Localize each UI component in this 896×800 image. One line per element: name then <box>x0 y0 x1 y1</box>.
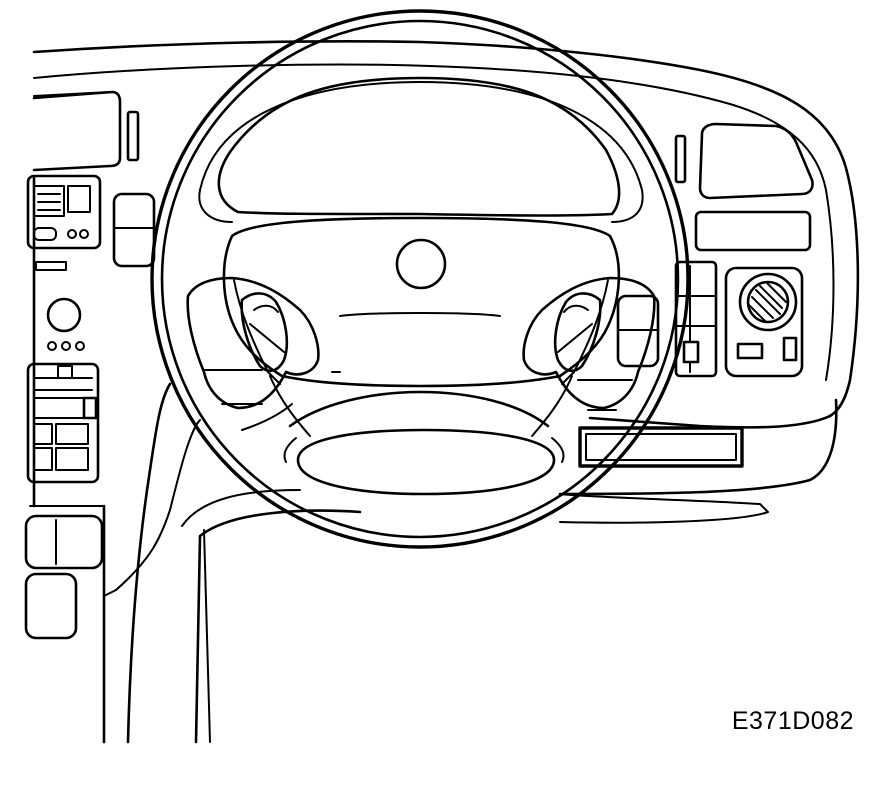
left-switch-block <box>26 362 100 484</box>
glove-box-handle <box>578 426 744 468</box>
lower-left-storage <box>24 514 104 640</box>
left-vent-panel <box>32 90 156 268</box>
lighting-control-panel <box>724 266 804 378</box>
audio-head-unit <box>26 174 102 351</box>
dashboard-left-edge <box>29 176 362 744</box>
right-switch-column <box>674 260 718 378</box>
steering-wheel <box>150 9 690 549</box>
figure-code-label: E371D082 <box>731 707 854 735</box>
right-display-slot <box>694 210 812 252</box>
right-vent <box>674 122 814 200</box>
dashboard-right-ledge <box>558 398 838 524</box>
